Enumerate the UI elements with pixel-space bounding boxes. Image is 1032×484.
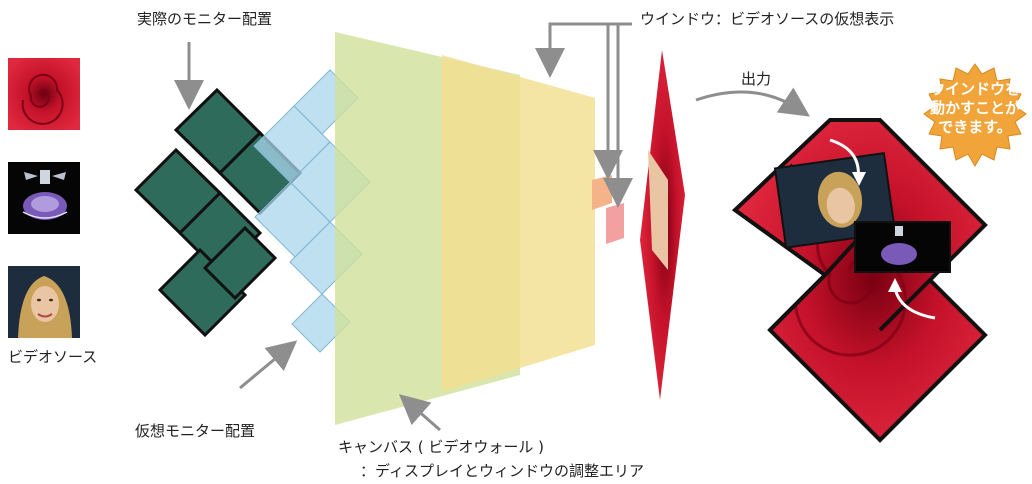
arrow-canvas	[398, 394, 441, 432]
output-video-wall	[731, 118, 988, 443]
canvas-label-line1: キャンバス ( ビデオウォール )	[338, 438, 545, 456]
movable-windows-badge: ウインドウを 動かすことが できます。	[922, 62, 1028, 168]
badge-line-1: ウインドウを	[929, 80, 1020, 98]
arrow-window-left	[535, 22, 632, 78]
canvas-plane-yellow	[442, 55, 595, 392]
canvas-label-line2: ：ディスプレイとウィンドウの調整エリア	[360, 462, 644, 480]
perfume-bottle-thumbnail	[8, 162, 80, 234]
badge-line-3: できます。	[938, 118, 1012, 136]
output-projection-face	[648, 150, 668, 270]
arrow-output	[695, 87, 810, 117]
badge-line-2: 動かすことが	[929, 99, 1020, 117]
window-label: ウインドウ：ビデオソースの仮想表示	[640, 10, 895, 28]
badge-starburst-icon	[923, 63, 1027, 167]
rose-thumbnail	[8, 58, 80, 130]
virtual-monitor-layout	[253, 69, 371, 353]
window-rect	[592, 175, 612, 210]
video-source-label: ビデオソース	[8, 348, 98, 366]
physical-monitor	[202, 225, 278, 301]
virtual-layout-label: 仮想モニター配置	[135, 422, 256, 440]
arrow-virtual	[239, 340, 298, 390]
woman-portrait-thumbnail	[8, 266, 80, 338]
output-window-perfume	[854, 221, 951, 273]
physical-layout-label: 実際のモニター配置	[137, 10, 273, 28]
window-rect	[606, 203, 624, 244]
output-label: 出力	[741, 70, 772, 88]
